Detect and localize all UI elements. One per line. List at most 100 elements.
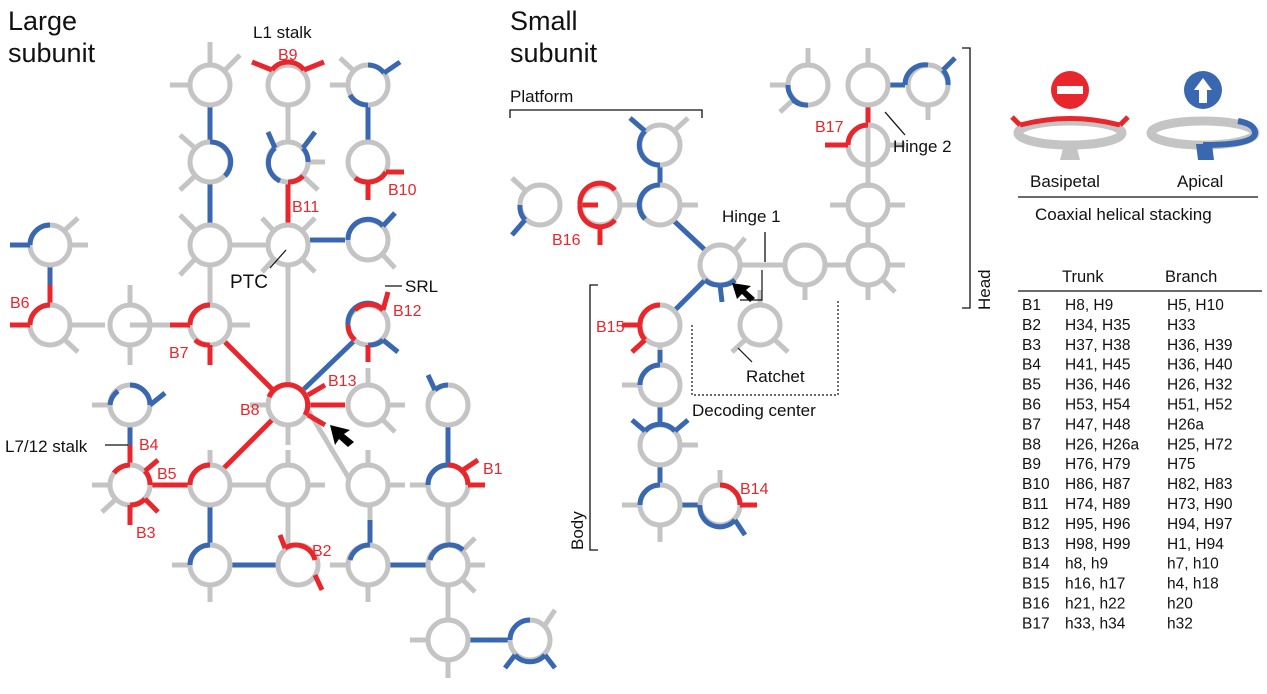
junction-b7: B7 bbox=[169, 345, 189, 362]
table-cell-trunk: H47, H48 bbox=[1065, 416, 1130, 433]
large-subunit-graph bbox=[10, 42, 558, 678]
table-cell-trunk: H95, H96 bbox=[1065, 516, 1130, 533]
table-header-trunk: Trunk bbox=[1062, 268, 1104, 286]
table-cell-trunk: H36, H46 bbox=[1065, 377, 1130, 394]
table-cell-junction: B5 bbox=[1022, 377, 1041, 394]
table-cell-junction: B1 bbox=[1022, 297, 1041, 314]
label-hinge-2: Hinge 2 bbox=[893, 137, 952, 156]
table-row: B1 H8, H9 H5, H10 bbox=[1022, 297, 1224, 314]
table-cell-branch: h32 bbox=[1167, 615, 1193, 632]
label-decoding-center: Decoding center bbox=[692, 401, 816, 420]
junction-b6: B6 bbox=[10, 295, 30, 312]
table-cell-trunk: h21, h22 bbox=[1065, 596, 1125, 613]
table-cell-trunk: H74, H89 bbox=[1065, 496, 1130, 513]
table-cell-trunk: h8, h9 bbox=[1065, 556, 1108, 573]
table-row: B12 H95, H96 H94, H97 bbox=[1022, 516, 1232, 533]
junction-b1: B1 bbox=[483, 461, 503, 478]
small-subunit-title-line2: subunit bbox=[510, 38, 598, 68]
table-cell-branch: H94, H97 bbox=[1167, 516, 1232, 533]
table-cell-junction: B12 bbox=[1022, 516, 1050, 533]
junction-b16: B16 bbox=[552, 232, 581, 249]
table-cell-branch: H36, H39 bbox=[1167, 337, 1232, 354]
table-row: B11 H74, H89 H73, H90 bbox=[1022, 496, 1233, 513]
legend-caption: Coaxial helical stacking bbox=[1035, 205, 1212, 224]
label-platform: Platform bbox=[510, 87, 573, 106]
table-row: B9 H76, H79 H75 bbox=[1022, 456, 1195, 473]
table-cell-branch: H82, H83 bbox=[1167, 476, 1232, 493]
label-ratchet: Ratchet bbox=[746, 367, 805, 386]
table-cell-junction: B7 bbox=[1022, 416, 1041, 433]
table-cell-junction: B6 bbox=[1022, 397, 1041, 414]
table-row: B7 H47, H48 H26a bbox=[1022, 416, 1204, 433]
table-row: B4 H41, H45 H36, H40 bbox=[1022, 357, 1233, 374]
table-cell-trunk: H86, H87 bbox=[1065, 476, 1130, 493]
table-cell-junction: B4 bbox=[1022, 357, 1041, 374]
legend-basipetal: Basipetal bbox=[1030, 172, 1100, 191]
table-cell-junction: B11 bbox=[1022, 496, 1048, 513]
table-cell-branch: H25, H72 bbox=[1167, 436, 1232, 453]
junction-b9: B9 bbox=[278, 47, 298, 64]
label-srl: SRL bbox=[405, 277, 438, 296]
junction-b12: B12 bbox=[393, 303, 422, 320]
table-cell-junction: B15 bbox=[1022, 576, 1050, 593]
table-cell-branch: H51, H52 bbox=[1167, 397, 1232, 414]
table-cell-trunk: H26, H26a bbox=[1065, 436, 1139, 453]
table-cell-trunk: H8, H9 bbox=[1065, 297, 1113, 314]
junction-b5: B5 bbox=[157, 466, 177, 483]
apical-stacking-icon bbox=[1146, 71, 1260, 160]
table-cell-trunk: H34, H35 bbox=[1065, 317, 1130, 334]
table-cell-branch: h7, h10 bbox=[1167, 556, 1219, 573]
table-cell-branch: H36, H40 bbox=[1167, 357, 1233, 374]
table-cell-junction: B2 bbox=[1022, 317, 1041, 334]
table-row: B3 H37, H38 H36, H39 bbox=[1022, 337, 1232, 354]
table-cell-branch: H73, H90 bbox=[1167, 496, 1233, 513]
table-cell-junction: B3 bbox=[1022, 337, 1041, 354]
label-l1-stalk: L1 stalk bbox=[253, 23, 312, 42]
table-row: B6 H53, H54 H51, H52 bbox=[1022, 397, 1232, 414]
label-ptc: PTC bbox=[230, 272, 268, 293]
small-subunit-graph bbox=[509, 47, 971, 551]
table-cell-trunk: H41, H45 bbox=[1065, 357, 1130, 374]
junction-b10: B10 bbox=[388, 182, 417, 199]
junction-b13: B13 bbox=[328, 373, 357, 390]
table-row: B16 h21, h22 h20 bbox=[1022, 596, 1193, 613]
legend-apical: Apical bbox=[1177, 172, 1223, 191]
table-cell-trunk: h33, h34 bbox=[1065, 615, 1126, 632]
table-cell-junction: B13 bbox=[1022, 536, 1050, 553]
table-cell-junction: B16 bbox=[1022, 596, 1050, 613]
large-subunit-title-line1: Large bbox=[8, 6, 77, 36]
junction-b17: B17 bbox=[815, 119, 844, 136]
table-cell-trunk: H37, H38 bbox=[1065, 337, 1130, 354]
table-cell-branch: h4, h18 bbox=[1167, 576, 1219, 593]
arrow-icon bbox=[732, 283, 755, 302]
label-l7-12-stalk: L7/12 stalk bbox=[5, 437, 88, 456]
table-cell-branch: H26, H32 bbox=[1167, 377, 1232, 394]
table-cell-branch: H5, H10 bbox=[1167, 297, 1224, 314]
table-cell-branch: H26a bbox=[1167, 416, 1204, 433]
junction-b3: B3 bbox=[136, 525, 156, 542]
table-row: B5 H36, H46 H26, H32 bbox=[1022, 377, 1232, 394]
arrow-icon bbox=[330, 425, 354, 447]
basipetal-stacking-icon bbox=[1010, 71, 1130, 160]
table-cell-trunk: H76, H79 bbox=[1065, 456, 1130, 473]
small-subunit-title-line1: Small bbox=[510, 6, 578, 36]
junction-b4: B4 bbox=[139, 437, 159, 454]
large-subunit-title-line2: subunit bbox=[8, 38, 96, 68]
junction-b2: B2 bbox=[312, 543, 332, 560]
table-cell-branch: H75 bbox=[1167, 456, 1195, 473]
table-row: B8 H26, H26a H25, H72 bbox=[1022, 436, 1232, 453]
table-cell-trunk: H53, H54 bbox=[1065, 397, 1131, 414]
table-cell-junction: B9 bbox=[1022, 456, 1041, 473]
table-cell-junction: B8 bbox=[1022, 436, 1041, 453]
table-cell-branch: h20 bbox=[1167, 596, 1193, 613]
junction-b14: B14 bbox=[740, 481, 769, 498]
